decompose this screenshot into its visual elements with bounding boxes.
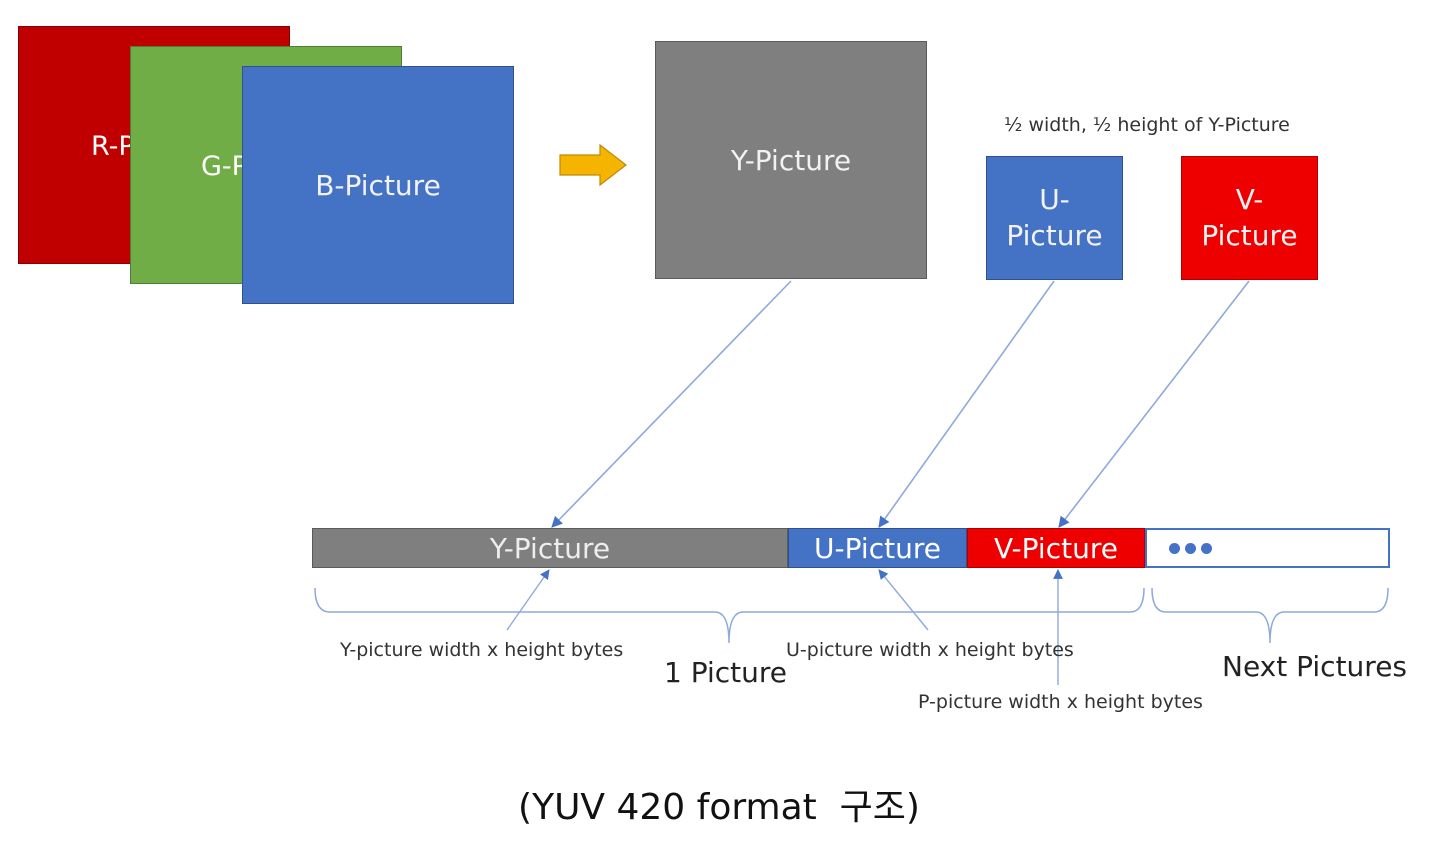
buffer-v-label: V-Picture <box>994 531 1118 565</box>
v-mapping-line <box>1058 280 1250 528</box>
buffer-u-segment: U-Picture <box>788 528 967 568</box>
convert-arrow-icon <box>559 143 627 187</box>
buffer-u-label: U-Picture <box>814 531 941 565</box>
v-picture-plane: V- Picture <box>1181 156 1318 280</box>
buffer-y-label: Y-Picture <box>489 531 611 565</box>
b-picture-plane: B-Picture <box>242 66 514 304</box>
next-pictures-brace <box>1151 587 1389 644</box>
ellipsis-icon <box>1169 542 1212 554</box>
next-pictures-label: Next Pictures <box>1222 650 1408 683</box>
u-bytes-annotation: U-picture width x height bytes <box>786 639 1074 661</box>
b-picture-label: B-Picture <box>315 168 441 202</box>
buffer-v-segment: V-Picture <box>967 528 1145 568</box>
figure-caption: (YUV 420 format 구조) <box>518 787 920 828</box>
one-picture-brace <box>314 587 1145 644</box>
buffer-next-segment <box>1145 528 1390 568</box>
y-picture-plane: Y-Picture <box>655 41 927 279</box>
v-picture-label-line2: Picture <box>1201 219 1298 252</box>
y-bytes-pointer <box>506 569 550 631</box>
g-picture-label: G-P <box>201 151 248 182</box>
one-picture-label: 1 Picture <box>664 656 788 689</box>
u-picture-label-line1: U- <box>1039 183 1070 216</box>
r-picture-label: R-P <box>91 131 135 162</box>
buffer-y-segment: Y-Picture <box>312 528 788 568</box>
u-bytes-pointer <box>878 569 929 631</box>
u-picture-label-line2: Picture <box>1006 219 1103 252</box>
y-picture-label: Y-Picture <box>730 144 852 177</box>
p-bytes-annotation: P-picture width x height bytes <box>918 691 1203 713</box>
half-size-note: ½ width, ½ height of Y-Picture <box>1004 114 1290 136</box>
y-mapping-line <box>551 280 792 528</box>
v-picture-label-line1: V- <box>1235 183 1264 216</box>
u-picture-plane: U- Picture <box>986 156 1123 280</box>
y-bytes-annotation: Y-picture width x height bytes <box>340 639 624 661</box>
u-mapping-line <box>878 280 1055 528</box>
